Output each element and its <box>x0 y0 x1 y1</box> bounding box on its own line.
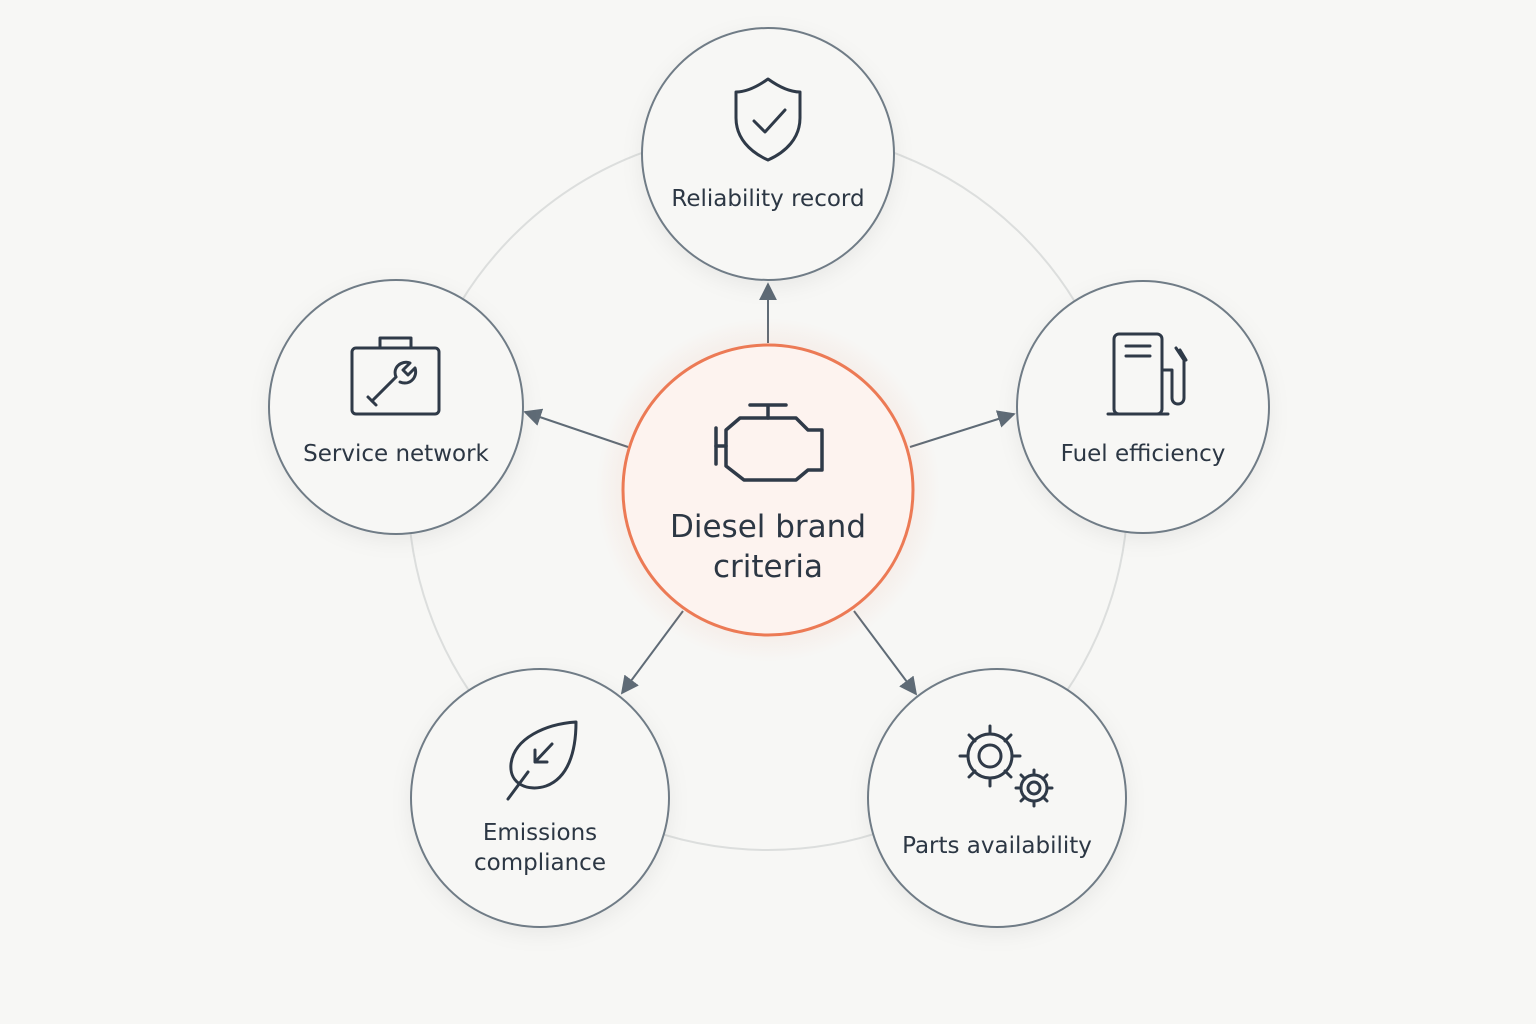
node-parts-circle <box>867 668 1127 928</box>
node-service <box>268 279 524 535</box>
node-service-circle <box>268 279 524 535</box>
node-emissions <box>410 668 670 928</box>
node-reliability-circle <box>641 27 895 281</box>
node-service-label: Service network <box>303 441 489 467</box>
center-title-line2: criteria <box>713 549 823 585</box>
node-fuel <box>1016 280 1270 534</box>
fuel-pump-icon <box>1106 332 1188 416</box>
node-parts <box>867 668 1127 928</box>
center-title-line1: Diesel brand <box>670 509 866 545</box>
engine-icon <box>714 403 824 482</box>
toolbox-wrench-icon <box>350 336 441 416</box>
node-fuel-circle <box>1016 280 1270 534</box>
node-emissions-label-line1: Emissions <box>483 820 597 846</box>
node-reliability <box>641 27 895 281</box>
node-emissions-label-line2: compliance <box>474 850 606 876</box>
leaf-icon <box>506 720 578 801</box>
center-node: Diesel brand criteria <box>596 318 940 662</box>
gears-icon <box>958 724 1054 808</box>
shield-check-icon <box>734 77 802 162</box>
center-circle <box>621 343 915 637</box>
node-emissions-circle <box>410 668 670 928</box>
node-reliability-label: Reliability record <box>671 186 864 212</box>
node-fuel-label: Fuel efficiency <box>1061 441 1226 467</box>
node-parts-label: Parts availability <box>902 833 1092 859</box>
